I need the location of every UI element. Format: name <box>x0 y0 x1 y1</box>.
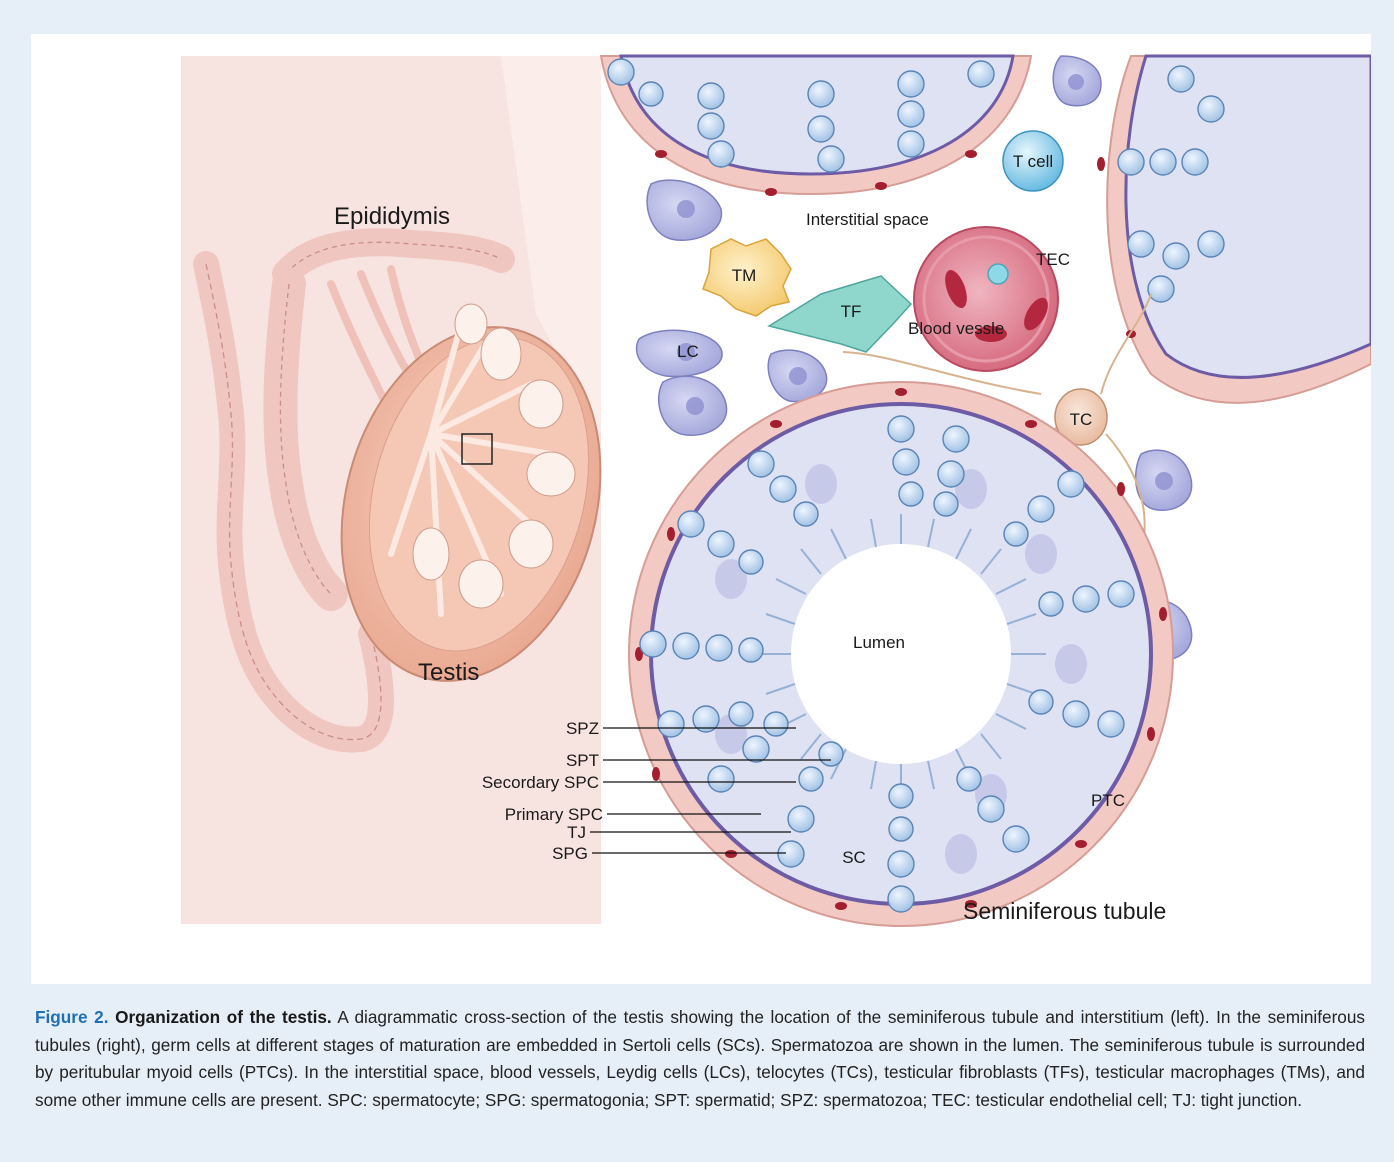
label-secondary-spc: Secordary SPC <box>482 773 599 792</box>
testicular-fibroblast: TF <box>769 276 911 352</box>
label-tj: TJ <box>567 823 586 842</box>
label-tc: TC <box>1070 410 1093 429</box>
label-t-cell: T cell <box>1013 152 1053 171</box>
label-epididymis: Epididymis <box>334 203 450 230</box>
testicular-macrophage: TM <box>703 239 791 316</box>
figure-number: Figure 2. <box>35 1007 108 1027</box>
tubule-top <box>601 56 1031 196</box>
label-spz: SPZ <box>566 719 599 738</box>
testis-diagram: Epididymis Testis <box>31 34 1371 984</box>
label-blood-vessel: Blood vessle <box>908 319 1004 338</box>
label-sc: SC <box>842 848 866 867</box>
label-spg: SPG <box>552 844 588 863</box>
label-tf: TF <box>841 302 862 321</box>
figure-panel: Epididymis Testis <box>31 34 1371 984</box>
seminiferous-tubule-main: Lumen PTC SC <box>629 382 1173 926</box>
label-spt: SPT <box>566 751 599 770</box>
t-cell: T cell <box>1003 131 1063 191</box>
figure-title: Organization of the testis. <box>115 1007 332 1027</box>
label-ptc: PTC <box>1091 791 1125 810</box>
label-tec: TEC <box>1036 250 1070 269</box>
label-interstitial-space: Interstitial space <box>806 210 929 229</box>
figure-caption: Figure 2. Organization of the testis. A … <box>35 1004 1365 1114</box>
label-seminiferous-tubule: Seminiferous tubule <box>963 898 1166 924</box>
blood-vessel: TEC Blood vessle <box>908 227 1070 371</box>
label-primary-spc: Primary SPC <box>505 805 603 824</box>
tec-cell <box>988 264 1008 284</box>
label-lc: LC <box>677 342 699 361</box>
label-lumen: Lumen <box>853 633 905 652</box>
label-testis: Testis <box>418 659 479 686</box>
label-tm: TM <box>732 266 757 285</box>
tubule-right <box>1097 56 1371 403</box>
